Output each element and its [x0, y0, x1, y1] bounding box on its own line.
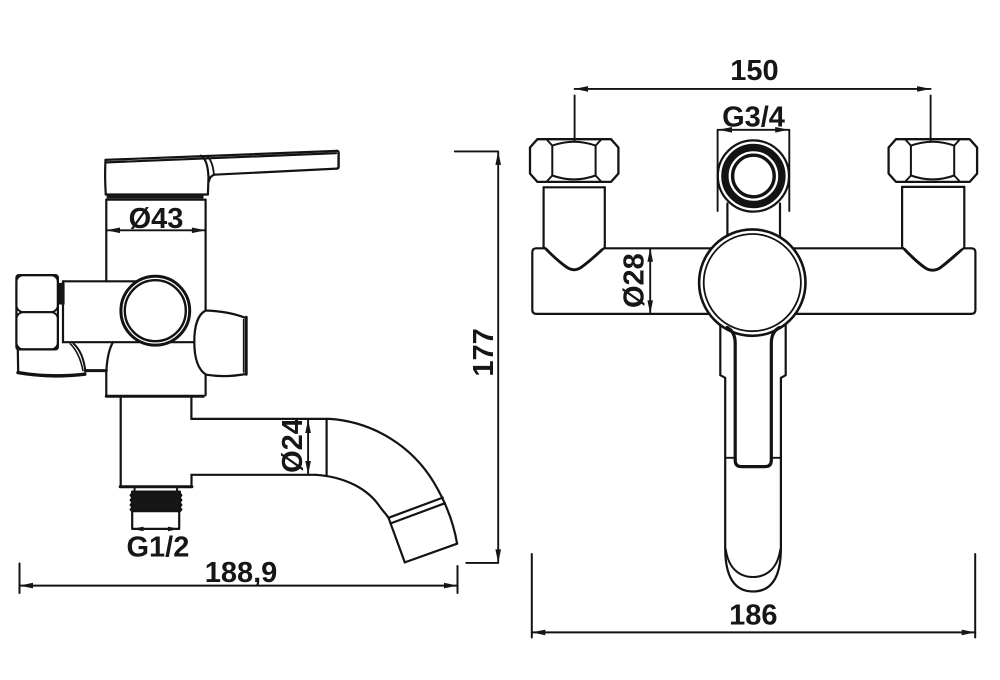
- svg-text:188,9: 188,9: [205, 557, 278, 589]
- svg-text:Ø43: Ø43: [129, 203, 184, 235]
- svg-text:150: 150: [730, 55, 778, 87]
- svg-text:G1/2: G1/2: [126, 531, 189, 563]
- svg-text:Ø24: Ø24: [277, 418, 309, 473]
- svg-text:177: 177: [468, 328, 500, 376]
- svg-text:G3/4: G3/4: [722, 102, 785, 134]
- svg-text:Ø28: Ø28: [619, 253, 651, 308]
- svg-text:186: 186: [729, 599, 777, 631]
